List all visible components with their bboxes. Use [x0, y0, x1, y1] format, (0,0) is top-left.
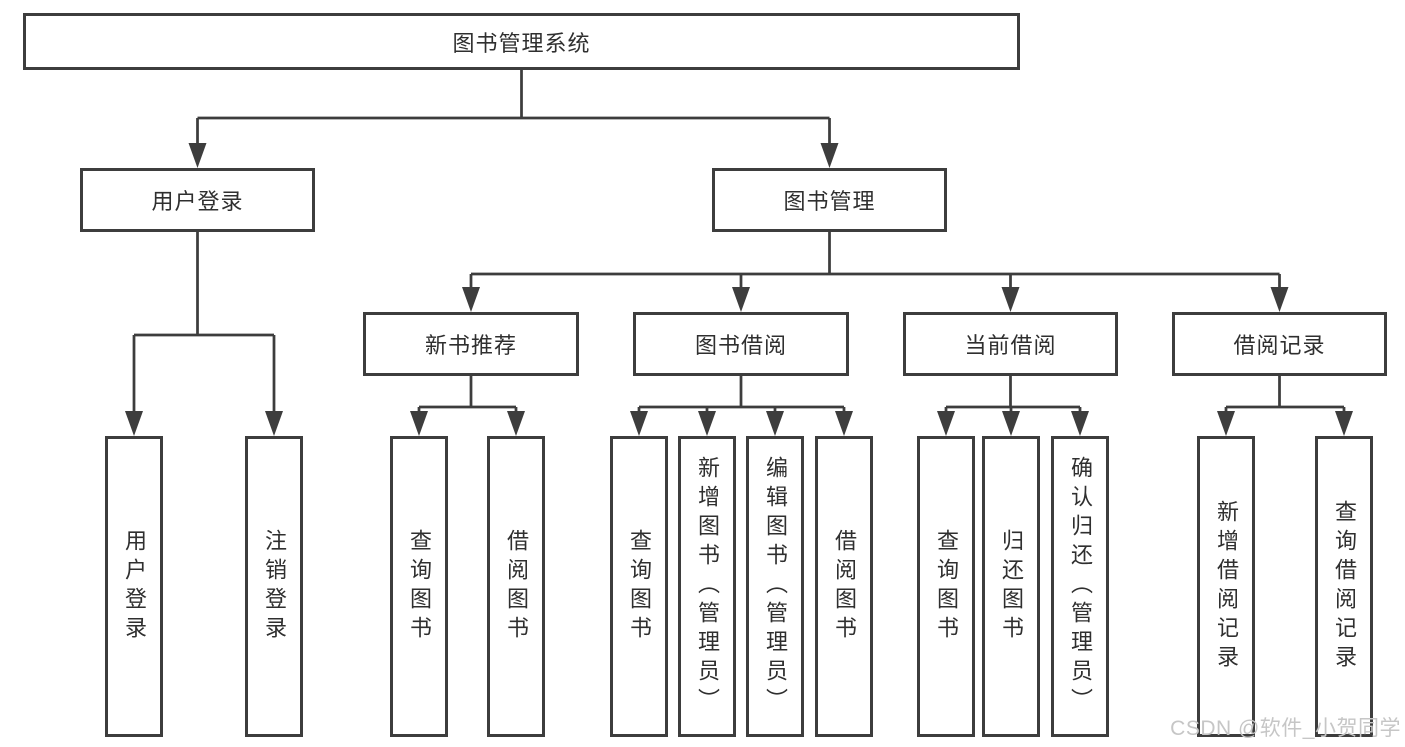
node-leaf-query-books-recommend: 查询图书 [390, 436, 448, 737]
node-label: 查询图书 [407, 528, 432, 645]
node-label: 用户登录 [122, 528, 147, 645]
node-leaf-return-books: 归还图书 [982, 436, 1040, 737]
node-label: 编辑图书（管理员） [763, 456, 788, 717]
node-leaf-borrow-books: 借阅图书 [815, 436, 873, 737]
node-label: 借阅图书 [504, 528, 529, 645]
node-current-borrowing: 当前借阅 [903, 312, 1118, 376]
node-label: 查询图书 [934, 528, 959, 645]
node-leaf-add-books-admin: 新增图书（管理员） [678, 436, 736, 737]
node-leaf-logout: 注销登录 [245, 436, 303, 737]
node-leaf-edit-books-admin: 编辑图书（管理员） [746, 436, 804, 737]
node-label: 查询借阅记录 [1332, 499, 1357, 674]
node-leaf-query-books-current: 查询图书 [917, 436, 975, 737]
node-book-borrowing: 图书借阅 [633, 312, 849, 376]
csdn-watermark: CSDN @软件_小贺同学 [1170, 717, 1401, 740]
node-borrowing-records: 借阅记录 [1172, 312, 1387, 376]
node-label: 查询图书 [627, 528, 652, 645]
arrowheads [125, 143, 1353, 436]
node-leaf-add-borrow-record: 新增借阅记录 [1197, 436, 1255, 737]
node-root-library-system: 图书管理系统 [23, 13, 1020, 70]
node-label: 归还图书 [999, 528, 1024, 645]
node-leaf-user-login: 用户登录 [105, 436, 163, 737]
node-leaf-query-books-borrowing: 查询图书 [610, 436, 668, 737]
node-label: 确认归还（管理员） [1068, 456, 1093, 717]
node-book-management: 图书管理 [712, 168, 947, 232]
node-label: 新增图书（管理员） [695, 456, 720, 717]
node-leaf-confirm-return-admin: 确认归还（管理员） [1051, 436, 1109, 737]
node-user-login: 用户登录 [80, 168, 315, 232]
node-new-book-recommend: 新书推荐 [363, 312, 579, 376]
node-label: 新增借阅记录 [1214, 499, 1239, 674]
node-leaf-query-borrow-record: 查询借阅记录 [1315, 436, 1373, 737]
node-leaf-borrow-books-recommend: 借阅图书 [487, 436, 545, 737]
node-label: 借阅图书 [832, 528, 857, 645]
node-label: 注销登录 [262, 528, 287, 645]
